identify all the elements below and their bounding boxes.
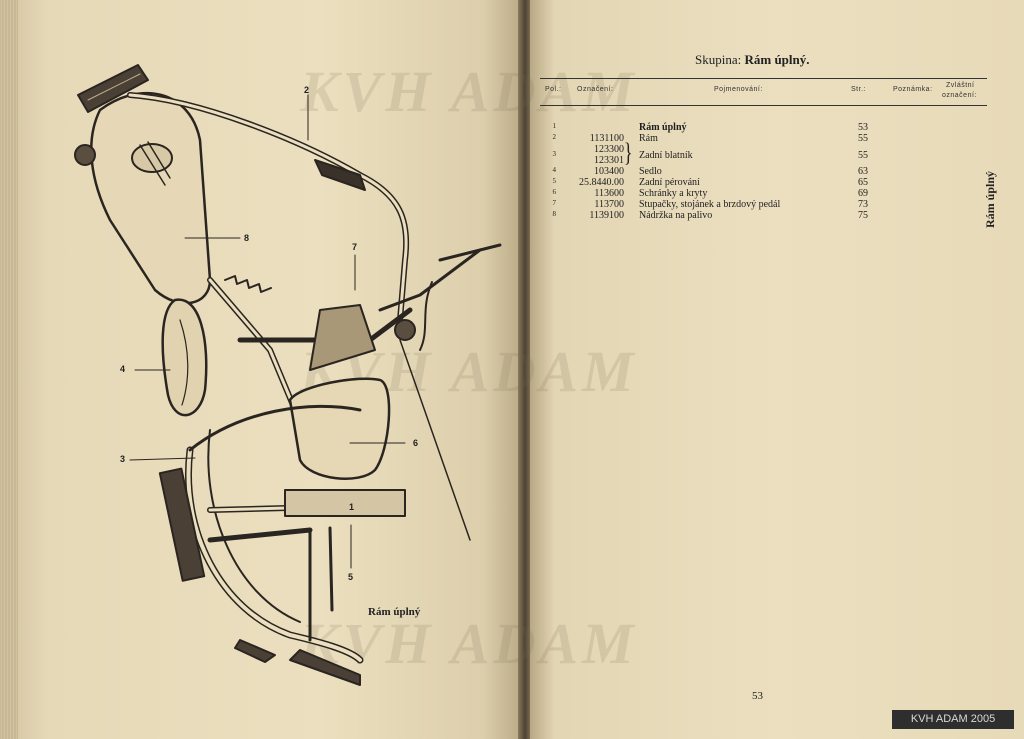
book-gutter: [518, 0, 532, 739]
row-name: Rám úplný: [639, 122, 687, 133]
callout-number: 1: [349, 502, 355, 512]
row-page: 73: [858, 199, 868, 210]
row-name: Zadní blatník: [639, 150, 693, 161]
row-page: 69: [858, 188, 868, 199]
row-name: Sedlo: [639, 166, 662, 177]
row-code: 1131100: [589, 133, 624, 144]
page-edges: [0, 0, 22, 739]
row-pol: 5: [552, 177, 557, 185]
page-number: 53: [752, 690, 763, 702]
column-header-special-2: označení:: [942, 92, 977, 99]
group-title: Skupina: Rám úplný.: [695, 52, 810, 68]
callout-number: 8: [244, 233, 250, 243]
column-header-name: Pojmenování:: [714, 86, 763, 93]
row-pol: 2: [552, 133, 557, 141]
callout-number: 4: [120, 364, 126, 374]
row-code: 1139100: [589, 210, 624, 221]
figure-caption: Rám úplný: [368, 606, 421, 618]
row-page: 63: [858, 166, 868, 177]
column-header-special: Zvláštní: [946, 82, 975, 89]
row-name: Rám: [639, 133, 658, 144]
row-pol: 7: [552, 199, 557, 207]
row-code: 123300: [594, 144, 624, 155]
row-code: 113600: [594, 188, 624, 199]
row-name: Stupačky, stojánek a brzdový pedál: [639, 199, 781, 210]
row-code: 123301: [594, 155, 624, 166]
column-header-pol: Pol.:: [545, 86, 562, 93]
row-pol: 4: [552, 166, 557, 174]
group-label: Skupina:: [695, 52, 742, 67]
brace: }: [623, 138, 633, 167]
group-name: Rám úplný.: [744, 52, 810, 67]
row-code: 103400: [594, 166, 624, 177]
row-pol: 1: [552, 122, 557, 130]
row-page: 55: [858, 133, 868, 144]
row-page: 55: [858, 150, 868, 161]
row-name: Zadní pérování: [639, 177, 700, 188]
table-rule: [540, 105, 987, 106]
column-header-note: Poznámka:: [893, 86, 933, 93]
row-name: Schránky a kryty: [639, 188, 708, 199]
callout-number: 7: [352, 242, 358, 252]
callout-number: 6: [413, 438, 419, 448]
row-pol: 8: [552, 210, 557, 218]
column-header-code: Označení:: [577, 86, 614, 93]
watermark: KVH ADAM: [300, 611, 638, 676]
callout-number: 5: [348, 572, 354, 582]
frame-illustration: [74, 64, 502, 686]
watermark-badge: KVH ADAM 2005: [892, 710, 1014, 729]
watermark: KVH ADAM: [300, 59, 638, 124]
row-name: Nádržka na palivo: [639, 210, 713, 221]
callout-number: 3: [120, 454, 126, 464]
side-label: Rám úplný: [983, 170, 997, 228]
row-pol: 6: [552, 188, 557, 196]
row-page: 65: [858, 177, 868, 188]
row-pol: 3: [552, 150, 557, 158]
row-code: 25.8440.00: [579, 177, 624, 188]
row-page: 75: [858, 210, 868, 221]
right-page: [530, 0, 1024, 739]
row-code: 113700: [594, 199, 624, 210]
row-page: 53: [858, 122, 868, 133]
column-header-page: Str.:: [851, 86, 866, 93]
table-rule: [540, 78, 987, 79]
callout-number: 2: [304, 85, 310, 95]
